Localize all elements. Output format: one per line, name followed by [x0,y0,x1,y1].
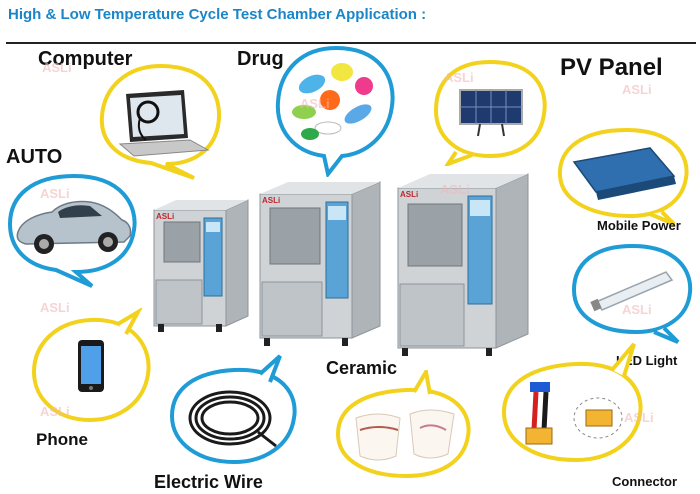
auto-bubble [4,170,144,290]
watermark: ASLi [42,60,72,75]
phone-label: Phone [36,430,88,449]
electric-wire-bubble [164,352,304,470]
mobile-power-bubble [554,126,694,226]
led-light-bubble [566,242,698,346]
auto-label: AUTO [6,146,63,168]
watermark: ASLi [622,82,652,97]
phone-bubble [26,308,156,428]
electric-wire-label: Electric Wire [154,472,263,492]
chamber-brand-2: ASLi [262,196,281,205]
chamber-brand-1: ASLi [156,212,175,221]
watermark: ASLi [444,70,474,85]
ceramic-bubble [330,370,480,482]
smartphone-icon [78,340,104,392]
test-chamber-medium: ASLi [258,178,384,353]
page-title: High & Low Temperature Cycle Test Chambe… [8,6,427,23]
watermark: ASLi [40,186,70,201]
chamber-brand-3: ASLi [400,190,419,199]
watermark: ASLi [440,182,470,197]
pills-icon [292,63,373,140]
title-divider [6,42,696,44]
computer-label: Computer [38,48,133,70]
connector-icon [525,382,623,445]
ceramic-label: Ceramic [326,358,398,378]
computer-bubble [96,60,226,180]
led-tube-icon [590,271,674,312]
power-bank-icon [572,147,676,200]
mobile-power-label: Mobile Power [597,218,681,233]
drug-bubble [270,42,400,177]
bowls-icon [355,409,455,461]
laptop-icon [118,90,210,157]
pv-panel-label: PV Panel [560,54,663,81]
solar-panel-icon [459,89,523,137]
watermark: ASLi [624,410,654,425]
drug-label: Drug [237,48,284,70]
connector-label: Connector [612,474,677,489]
watermark: ASLi [300,96,330,111]
wire-coil-icon [188,390,277,448]
pv-panel-bubble [428,56,553,166]
watermark: ASLi [622,302,652,317]
watermark: ASLi [40,404,70,419]
watermark: ASLi [40,300,70,315]
connector-bubble [494,340,654,470]
test-chamber-large: ASLi [396,170,532,365]
test-chamber-small: ASLi [152,196,252,341]
car-icon [16,200,132,254]
